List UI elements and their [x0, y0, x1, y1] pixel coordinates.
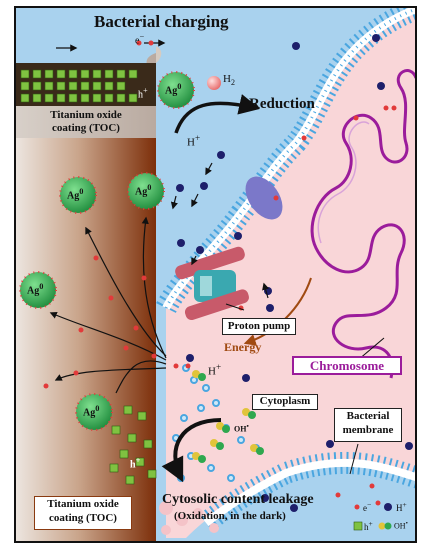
- electron-track-top: [56, 39, 166, 52]
- hole-tiles-top: [20, 69, 138, 103]
- hydrogen-molecule: [207, 76, 221, 90]
- electron-dots: [43, 105, 397, 506]
- legend-electron: e−: [363, 500, 372, 513]
- legend-symbols: [353, 503, 392, 531]
- silver-label-3: Ag0: [135, 183, 152, 198]
- leakage-arrow: [161, 418, 222, 483]
- membrane-tails-upper: [164, 8, 415, 309]
- silver-nanoparticles: [19, 71, 195, 431]
- electron-paths: [49, 216, 167, 394]
- chromosome-label: Chromosome: [292, 356, 402, 375]
- silver-label-5: Ag0: [83, 404, 100, 419]
- energy-label: Energy: [224, 340, 262, 354]
- proton-label-top: H+: [187, 133, 201, 149]
- membrane-callout: [349, 443, 359, 475]
- diagram-canvas: [16, 8, 415, 541]
- chromosome-strand-inner: [317, 121, 370, 244]
- legend-hole: h+: [364, 519, 373, 532]
- proton-arrows: [170, 162, 270, 299]
- title: Bacterial charging: [94, 12, 229, 31]
- proton-pump: [175, 246, 249, 320]
- hole-tiles-bottom: [109, 405, 157, 485]
- proton-label-mid: H+: [208, 362, 222, 378]
- chromosome-strand: [310, 69, 415, 379]
- silver-label-4: Ag0: [27, 282, 44, 297]
- proton-dots: [176, 34, 413, 512]
- hole-label-top: h+: [138, 86, 148, 101]
- silver-label-2: Ag0: [67, 187, 84, 202]
- hydroxyl-label: OH•: [234, 423, 249, 434]
- hole-label-bottom: h+: [130, 456, 141, 471]
- proton-pump-label: Proton pump: [222, 318, 296, 335]
- cytoplasm-label: Cytoplasm: [252, 394, 318, 410]
- membrane-protein: [245, 176, 283, 220]
- legend-hydroxyl: OH•: [394, 520, 408, 531]
- reduction-label: Reduction: [249, 96, 315, 112]
- legend-proton: H+: [396, 500, 407, 513]
- silver-label-1: Ag0: [165, 82, 182, 97]
- membrane-core-lower: [203, 458, 415, 527]
- hydrogen-gas-label: H2: [223, 73, 235, 88]
- cytoplasm-region: [166, 9, 415, 538]
- leaked-content-blobs: [159, 501, 219, 535]
- hydroxyl-radicals: [192, 370, 264, 463]
- leakage-label: Cytosolic content leakage: [162, 492, 314, 507]
- reduction-arrow: [174, 94, 261, 134]
- oxidation-label: (Oxidation, in the dark): [174, 510, 286, 522]
- electron-label-top: e−: [135, 32, 145, 47]
- proton-pump-callout: [225, 303, 245, 311]
